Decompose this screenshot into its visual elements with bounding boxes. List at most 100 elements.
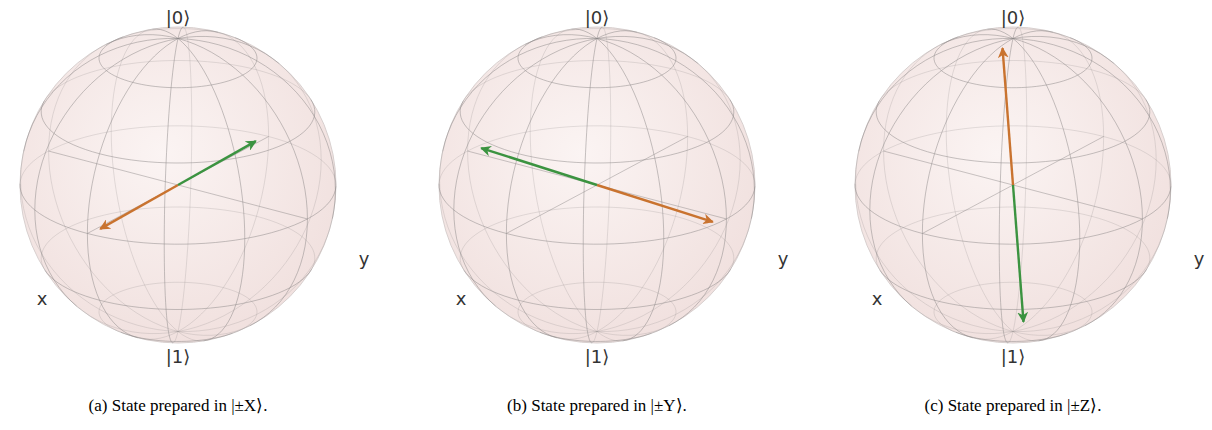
grid-line [453,200,454,210]
grid-line [567,293,571,300]
grid-line [199,64,203,71]
grid-line [49,91,52,94]
grid-line [509,184,511,194]
grid-line [660,213,668,215]
grid-line [537,45,547,48]
grid-line [570,126,580,128]
grid-line [715,278,722,285]
grid-line [621,126,631,128]
grid-line [285,141,292,144]
grid-line [36,229,38,238]
grid-line [610,166,611,176]
grid-line [117,331,120,332]
grid-line [156,340,161,341]
grid-line [110,295,113,297]
grid-line [167,133,169,143]
grid-line [585,143,587,153]
grid-line [244,155,252,157]
grid-line [489,300,495,306]
grid-line [634,316,643,320]
grid-line [544,232,547,242]
grid-line [751,209,753,218]
grid-line [305,190,306,200]
grid-line [579,46,585,51]
grid-line [546,322,556,325]
grid-line [161,313,165,319]
grid-line [54,124,59,133]
grid-line [106,324,108,326]
grid-line [256,61,258,63]
grid-line [70,238,75,247]
grid-line [54,280,58,283]
grid-line [539,290,543,291]
grid-line [663,155,671,157]
grid-line [101,50,102,52]
grid-line [189,61,190,68]
grid-line [518,307,520,309]
grid-line [272,271,279,279]
grid-line [169,96,171,105]
grid-line [672,216,675,226]
grid-line [737,179,739,189]
grid-line [120,37,124,38]
grid-line [218,288,223,295]
grid-line [606,237,608,247]
grid-line [312,266,314,269]
grid-line [562,62,568,68]
grid-line [730,246,732,249]
grid-line [49,238,52,241]
grid-line [175,244,185,245]
grid-line [641,110,644,119]
grid-line [654,69,661,75]
grid-line [154,207,163,208]
grid-line [224,38,233,40]
grid-line [454,210,459,213]
grid-line [496,306,503,311]
grid-line [165,303,166,310]
grid-line [313,103,314,106]
grid-line [732,249,733,252]
grid-line [109,326,112,328]
grid-line [148,161,157,163]
grid-line [176,341,181,342]
grid-line [178,32,180,35]
grid-line [91,56,100,61]
grid-line [660,189,661,199]
grid-line [213,295,218,302]
grid-line [575,340,580,341]
grid-line [159,282,164,283]
grid-line [608,61,609,68]
grid-line [211,337,216,339]
grid-line [692,146,698,148]
grid-line [470,180,472,190]
grid-line [159,332,168,334]
grid-line [21,161,22,171]
grid-line [550,287,554,288]
grid-line [137,40,147,42]
grid-line [534,304,542,305]
grid-line [652,332,656,333]
grid-line [319,170,321,180]
grid-line [535,192,537,202]
grid-line [524,238,533,240]
grid-line [242,266,244,275]
grid-line [71,224,77,227]
grid-line [50,170,51,180]
grid-line [566,328,576,330]
grid-line [736,157,741,160]
grid-line [564,34,572,35]
grid-line [583,224,584,234]
grid-line [106,298,108,300]
grid-line [118,65,120,72]
grid-line [252,320,254,322]
grid-line [62,82,66,89]
grid-line [190,67,191,74]
grid-line [478,287,483,294]
grid-line [301,170,303,180]
grid-line [721,90,725,93]
grid-line [210,31,215,33]
grid-line [705,132,709,141]
grid-line [335,190,336,200]
grid-line [689,220,695,222]
grid-line [226,240,236,241]
